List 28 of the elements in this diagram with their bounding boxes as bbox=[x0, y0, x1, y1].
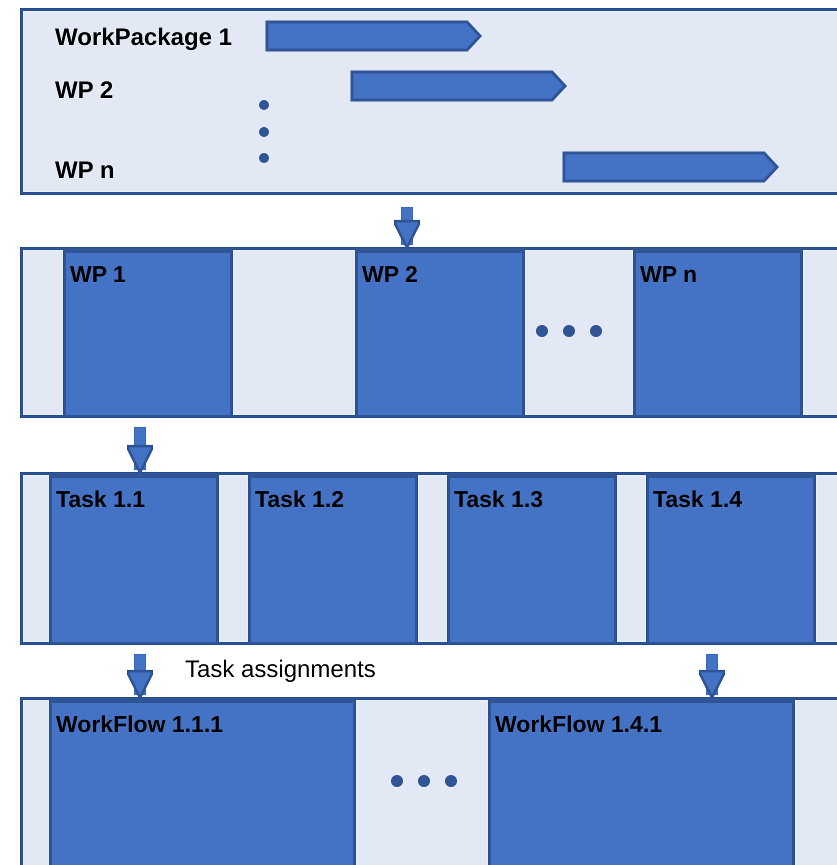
node-label: Task 1.4 bbox=[653, 486, 742, 513]
node-label: Task 1.1 bbox=[56, 486, 146, 513]
node-label: WP n bbox=[640, 261, 698, 288]
block-arrow bbox=[697, 654, 727, 699]
work-block bbox=[63, 250, 233, 418]
band-panel bbox=[20, 247, 837, 418]
band-panel bbox=[20, 472, 837, 645]
node-label: WP n bbox=[55, 157, 115, 185]
work-block bbox=[355, 250, 525, 418]
node-label: WorkFlow 1.4.1 bbox=[495, 711, 662, 738]
node-label: WorkFlow 1.1.1 bbox=[56, 711, 224, 738]
work-block bbox=[49, 475, 219, 645]
node-label: WP 2 bbox=[362, 261, 418, 288]
work-block bbox=[248, 475, 418, 645]
work-block bbox=[49, 700, 356, 865]
work-block bbox=[447, 475, 617, 645]
work-block bbox=[646, 475, 816, 645]
node-label: Task 1.2 bbox=[255, 486, 344, 513]
node-label: WorkPackage 1 bbox=[55, 24, 232, 52]
node-label: Task 1.3 bbox=[454, 486, 544, 513]
block-arrow bbox=[125, 654, 155, 699]
band-panel bbox=[20, 697, 837, 865]
block-arrow bbox=[125, 427, 155, 474]
block-arrow bbox=[392, 207, 422, 249]
work-block bbox=[488, 700, 795, 865]
work-block bbox=[633, 250, 803, 418]
node-label: WP 1 bbox=[70, 261, 126, 288]
node-label: WP 2 bbox=[55, 77, 114, 105]
